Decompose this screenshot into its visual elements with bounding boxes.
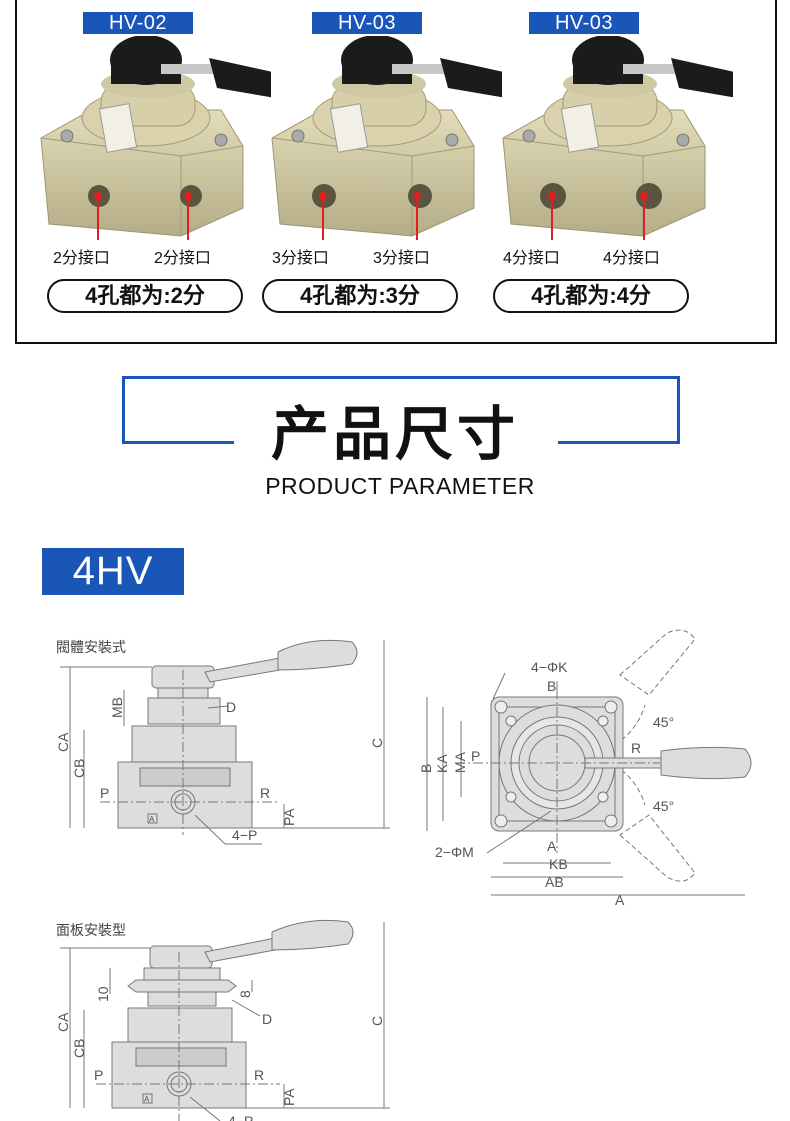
port-count-label: 4−P [228,1113,253,1121]
port-p-label: P [94,1067,103,1083]
port-r-label: R [260,785,270,801]
dim-ka: KA [434,754,450,773]
body-mount-caption: 閥體安裝式 [56,639,126,655]
model-tag: HV-03 [529,12,639,34]
port-leader-left [551,196,553,240]
dim-mb: MB [109,697,125,718]
section-header-frame [122,376,680,444]
port-a-mark: A [149,815,155,824]
port-a-mark: A [144,1095,150,1104]
dim-c: C [369,738,385,748]
port-r-label: R [631,740,641,756]
dim-b: B [418,764,434,773]
dim-ca: CA [55,732,71,752]
section-subtitle: PRODUCT PARAMETER [265,473,535,499]
panel-mount-caption: 面板安裝型 [56,922,126,938]
dim-ca: CA [55,1012,71,1032]
top-view-drawing: 4−ΦK B B KA MA P R 45° 45° 2−ΦM A KB AB … [418,629,752,908]
port-label-left: 3分接口 [272,250,329,267]
port-r-label: R [254,1067,264,1083]
holes-label: 4−ΦK [531,659,568,675]
dim-a: A [615,892,625,908]
model-tag: HV-03 [312,12,422,34]
port-p-label: P [100,785,109,801]
angle-label-bottom: 45° [653,798,674,814]
port-leader-right [416,196,418,240]
product-card-hv03-b: HV-03 4分接口 4分接口 4孔都为:4分 [493,0,733,338]
port-label-right: 3分接口 [373,250,430,267]
port-size-note: 4孔都为:4分 [493,279,689,313]
port-label-left: 2分接口 [53,250,110,267]
valve-photo [502,36,733,237]
product-card-hv02: HV-02 2分接口 2分接 [31,0,271,338]
dim-kb: KB [549,856,568,872]
port-size-note: 4孔都为:2分 [47,279,243,313]
dim-pa: PA [281,808,297,826]
b-port-arrow-label: B [547,678,556,694]
dim-ab: AB [545,874,564,890]
valve-photo [271,36,502,237]
dim-d: D [226,699,236,715]
panel-mount-drawing: 10 8 D CA CB C P R PA 4−P A [55,919,390,1121]
product-card-hv03-a: HV-03 3分接口 3分接口 4孔都为:3分 [262,0,502,338]
dim-eight: 8 [237,990,253,998]
dim-cb: CB [71,1039,87,1058]
port-leader-left [97,196,99,240]
model-tag: HV-02 [83,12,193,34]
port-size-note: 4孔都为:3分 [262,279,458,313]
dim-d: D [262,1011,272,1027]
product-variants-panel: HV-02 2分接口 2分接 [15,0,777,344]
dim-cb: CB [71,759,87,778]
a-port-arrow-label: A [547,838,557,854]
dim-ten: 10 [95,986,111,1002]
port-label-right: 2分接口 [154,250,211,267]
dim-pa: PA [281,1088,297,1106]
pins-label: 2−ΦM [435,844,474,860]
section-title: 产品尺寸 [270,402,519,467]
body-mount-drawing: MB D CA CB C P R PA 4−P A [55,639,390,845]
dim-ma: MA [452,751,468,773]
model-badge: 4HV [42,548,184,595]
port-leader-right [187,196,189,240]
port-leader-left [322,196,324,240]
port-leader-right [643,196,645,240]
dim-c: C [369,1016,385,1026]
port-count-label: 4−P [232,827,257,843]
valve-photo [40,36,271,237]
port-label-right: 4分接口 [603,250,660,267]
port-p-label: P [471,748,480,764]
port-label-left: 4分接口 [503,250,560,267]
angle-label-top: 45° [653,714,674,730]
